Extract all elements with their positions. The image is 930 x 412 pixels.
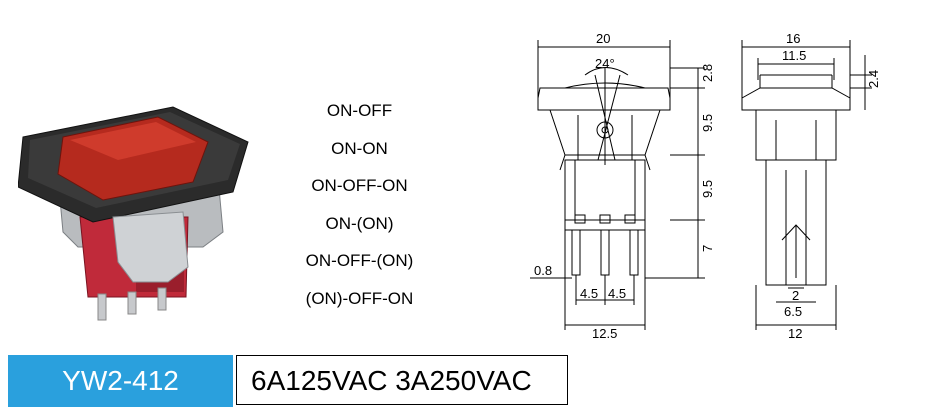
front-cap	[537, 87, 671, 111]
rocker-highlight	[70, 122, 196, 160]
dim-front-angle: 24°	[595, 56, 615, 71]
switch-photo	[18, 106, 249, 321]
front-body-upper	[549, 109, 661, 156]
dim-side-inner-width: 11.5	[782, 48, 806, 63]
terminal-3	[157, 287, 167, 311]
dim-front-cap-height: 2.8	[700, 64, 715, 82]
front-terminal-2	[600, 229, 610, 276]
dim-side-cap-height: 2.4	[866, 70, 881, 88]
terminal-1	[97, 293, 107, 321]
mode-on-off: ON-OFF	[326, 101, 393, 120]
mode-mom-off-on: (ON)-OFF-ON	[305, 288, 414, 308]
dim-front-pitch-left: 4.5	[580, 286, 598, 301]
side-cap	[741, 87, 851, 111]
dim-front-terminal-thickness: 0.8	[534, 263, 552, 278]
mode-on-mom: ON-(ON)	[325, 213, 394, 233]
side-body-upper	[755, 109, 837, 161]
metal-clip	[112, 211, 189, 283]
dim-side-spread: 6.5	[784, 304, 802, 319]
side-body-lower	[765, 159, 827, 286]
dim-side-terminal-width: 2	[792, 288, 799, 303]
dim-front-lower-height: 9.5	[700, 180, 715, 198]
front-terminal-3	[629, 229, 639, 276]
rating-label: 6A125VAC 3A250VAC	[236, 355, 568, 405]
dim-front-body-width: 12.5	[592, 326, 617, 341]
model-label: YW2-412	[8, 355, 233, 407]
dimension-drawing: 20 24° 2.8 9.5 9.5 7 0.8 4.5 4.5 12.5 16…	[530, 31, 881, 341]
dim-front-pitch-right: 4.5	[608, 286, 626, 301]
dim-side-width-top: 16	[786, 31, 800, 46]
mode-on-off-mom: ON-OFF-(ON)	[305, 251, 414, 270]
dim-side-base-width: 12	[788, 326, 802, 341]
terminal-2	[127, 291, 137, 315]
front-body-lower	[564, 159, 646, 221]
dim-front-upper-height: 9.5	[700, 114, 715, 132]
mode-on-off-on: ON-OFF-ON	[311, 176, 408, 195]
dim-front-width-top: 20	[596, 31, 610, 46]
dim-front-terminal-length: 7	[700, 245, 715, 252]
switch-mode-list: ON-OFF ON-ON ON-OFF-ON ON-(ON) ON-OFF-(O…	[272, 92, 447, 317]
mode-on-on: ON-ON	[331, 138, 388, 158]
front-terminal-1	[571, 229, 581, 276]
